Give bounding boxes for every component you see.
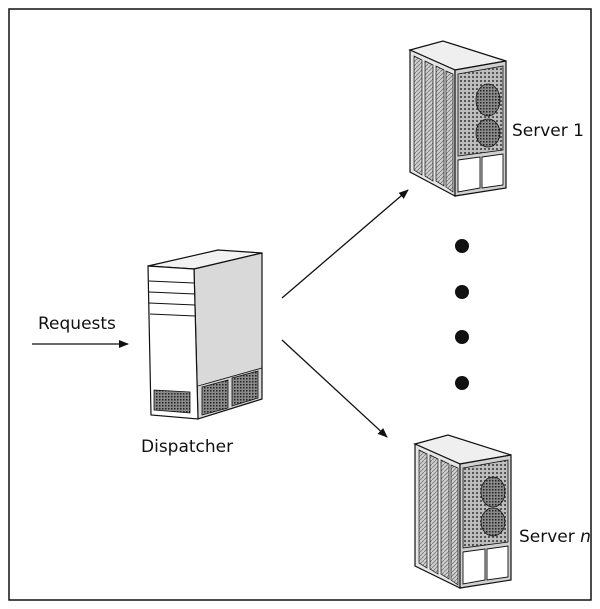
dispatcher-tower-icon [147,249,263,420]
diagram-frame [8,8,592,601]
ellipsis-dots [455,239,469,390]
server-n-label-prefix: Server [519,527,581,547]
server-1-label: Server 1 [512,121,584,141]
ellipsis-dot [455,376,469,390]
requests-label: Requests [38,314,116,334]
arrow-to-server-1 [281,189,409,299]
server-1-icon [408,40,507,197]
server-n-icon [413,434,512,589]
server-n-label: Server n [519,527,591,547]
ellipsis-dot [455,239,469,253]
server-n-label-variable: n [580,527,591,547]
ellipsis-dot [455,330,469,344]
ellipsis-dot [455,285,469,299]
arrow-to-server-n [281,339,388,438]
dispatcher-label: Dispatcher [141,437,234,457]
